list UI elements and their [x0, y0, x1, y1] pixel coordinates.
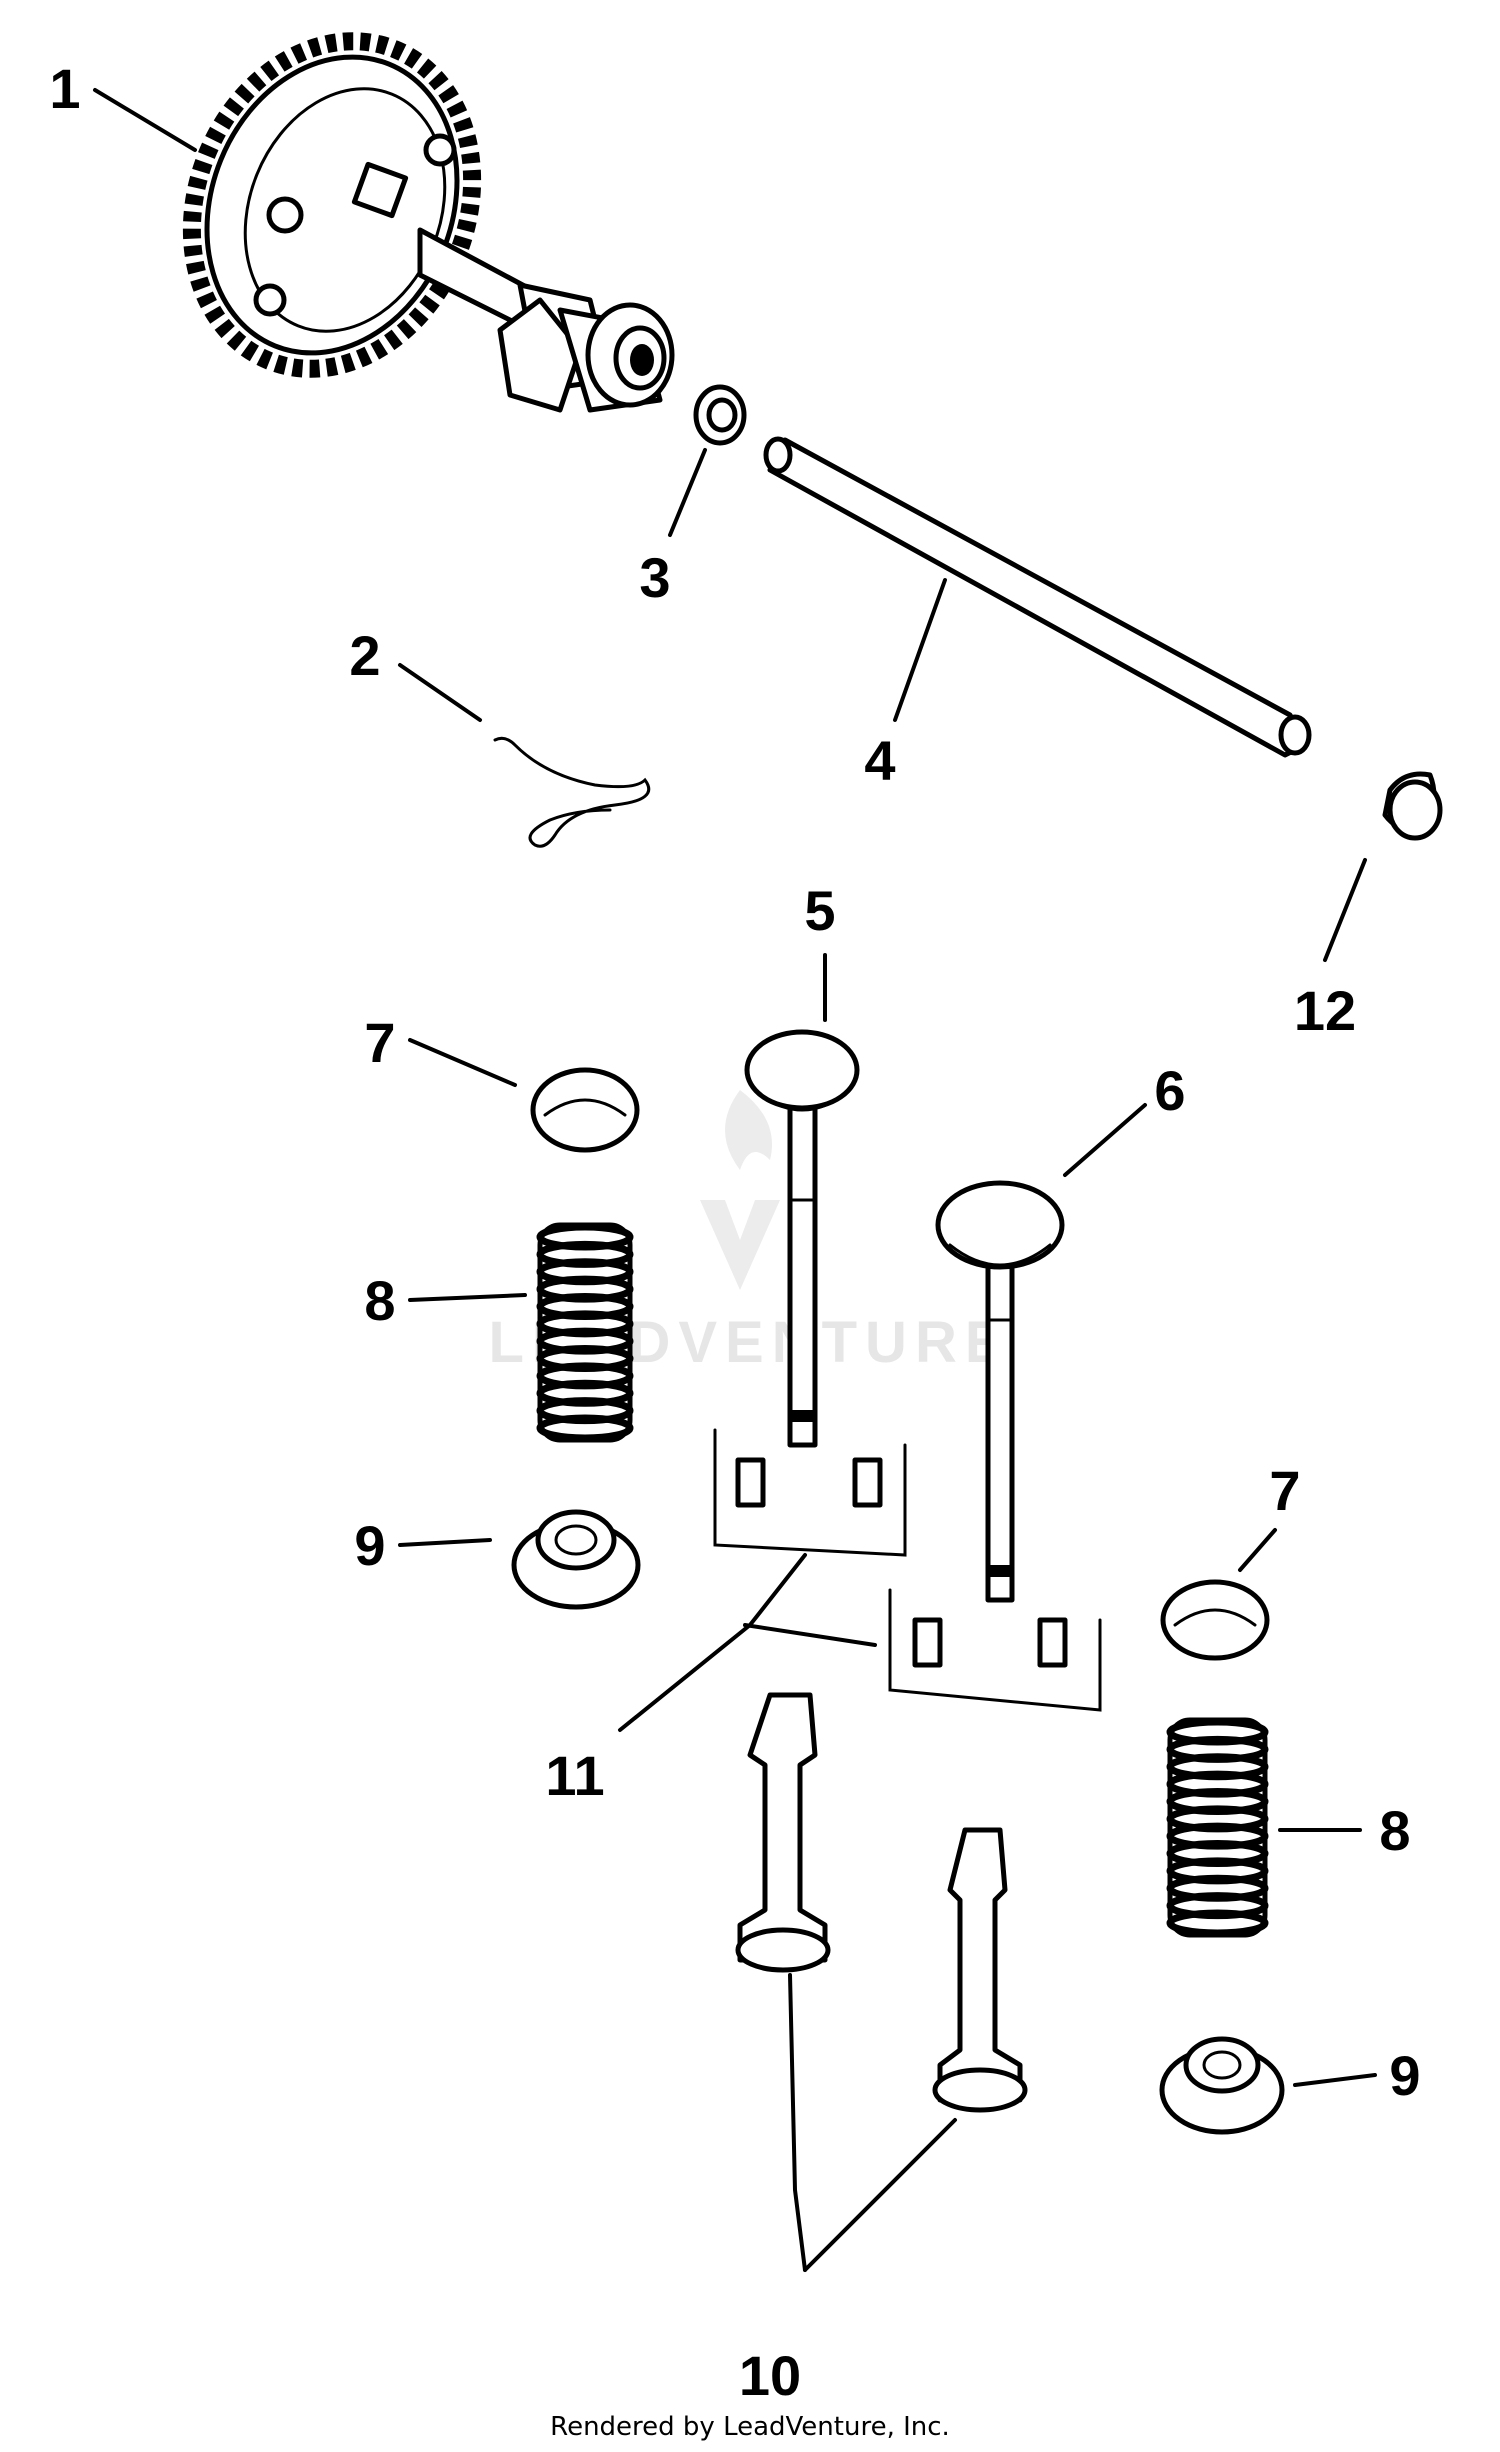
part-9-seat-upper [511, 1509, 641, 1610]
part-9-seat-lower [1159, 2036, 1285, 2135]
callout-6: 6 [1154, 1059, 1185, 1122]
callout-10: 10 [739, 2344, 801, 2407]
part-12-plug [1382, 771, 1443, 841]
part-6-valve [935, 1180, 1065, 1603]
callout-1: 1 [49, 57, 80, 120]
part-5-valve [744, 1029, 860, 1448]
part-8-spring-upper [536, 1222, 634, 1443]
part-1-camshaft-gear [182, 32, 675, 413]
callout-9-upper: 9 [354, 1514, 385, 1577]
callout-7-lower: 7 [1269, 1459, 1300, 1522]
callout-4: 4 [864, 729, 895, 792]
part-4-rod [763, 436, 1312, 758]
part-10-tappet-left [735, 1692, 831, 1973]
callout-2: 2 [349, 624, 380, 687]
callout-3: 3 [639, 546, 670, 609]
part-10-tappet-right [932, 1827, 1028, 2113]
credit-text: Rendered by LeadVenture, Inc. [550, 2412, 950, 2442]
part-2-spring-clip [493, 736, 651, 848]
callout-labels: 1 2 3 4 5 6 7 7 8 8 9 9 10 11 12 [49, 57, 1420, 2407]
part-7-retainer-upper [530, 1067, 640, 1153]
part-3-washer [693, 384, 747, 446]
callout-7-upper: 7 [364, 1011, 395, 1074]
spring-coil [536, 1414, 634, 1442]
spring-coil [1166, 1909, 1269, 1937]
part-11-keepers [713, 1428, 1102, 1712]
callout-9-lower: 9 [1389, 2044, 1420, 2107]
callout-8-upper: 8 [364, 1269, 395, 1332]
leader-lines [93, 88, 1377, 2272]
part-8-spring-lower [1166, 1717, 1269, 1938]
callout-12: 12 [1294, 979, 1356, 1042]
callout-8-lower: 8 [1379, 1799, 1410, 1862]
callout-11: 11 [545, 1744, 604, 1807]
part-7-retainer-lower [1160, 1579, 1270, 1661]
callout-5: 5 [804, 879, 835, 942]
